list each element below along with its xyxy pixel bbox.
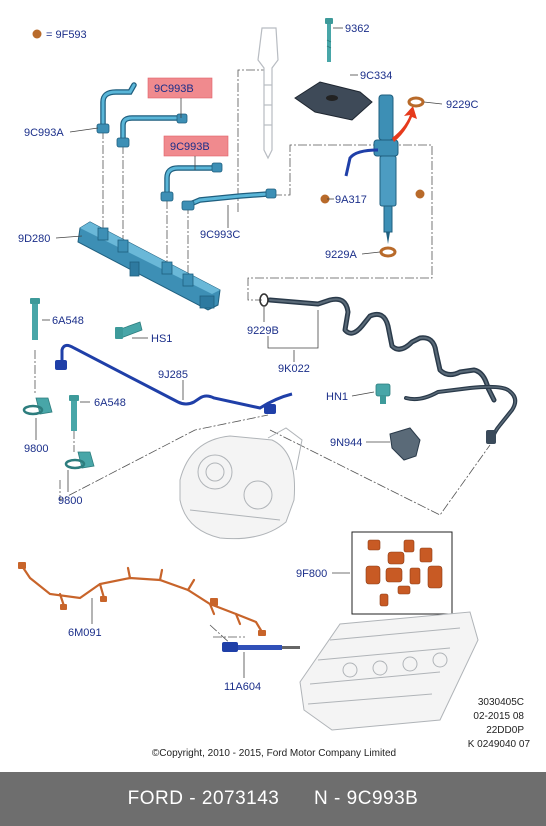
label-9D280: 9D280	[18, 233, 50, 245]
bracket-9N944	[389, 427, 421, 461]
label-9C993A: 9C993A	[24, 127, 64, 139]
seal-9229B	[259, 293, 269, 307]
exploded-parts-diagram: = 9F593	[18, 18, 531, 759]
drawing-ref-2: 02-2015 08	[473, 711, 524, 722]
highlight-9C993B-1	[147, 77, 213, 99]
label-9800-2: 9800	[58, 495, 82, 507]
label-HS1: HS1	[151, 333, 172, 345]
label-6M091: 6M091	[68, 627, 102, 639]
label-9C334: 9C334	[360, 70, 392, 82]
label-6A548-1: 6A548	[52, 315, 84, 327]
footer-gap	[279, 788, 314, 810]
drawing-ref-3: 22DD0P	[486, 725, 524, 736]
label-9229B: 9229B	[247, 325, 279, 337]
leader-lines	[34, 69, 491, 646]
pipe-nut-1	[55, 360, 67, 370]
copyright: ©Copyright, 2010 - 2015, Ford Motor Comp…	[152, 748, 396, 759]
pipe-nut-2	[264, 404, 276, 414]
line-fittings	[96, 113, 277, 211]
wiring-harness-6M091	[20, 564, 264, 634]
cylinder-head-ghost	[299, 611, 479, 731]
seal-9229C	[407, 96, 425, 108]
drawing-ref-1: 3030405C	[478, 697, 524, 708]
return-connector	[486, 430, 496, 444]
legend-text: = 9F593	[46, 29, 87, 41]
label-9C993C: 9C993C	[200, 229, 240, 241]
label-9J285: 9J285	[158, 369, 188, 381]
label-9229A: 9229A	[325, 249, 357, 261]
leak-off-9A317	[344, 148, 379, 177]
return-line-9K022	[267, 296, 518, 442]
stud-HS1	[115, 321, 143, 339]
glow-plug-11A604	[222, 642, 300, 652]
seal-dot-9A317	[320, 194, 330, 204]
clip-9800-2	[64, 451, 95, 470]
label-9C993B-1: 9C993B	[154, 83, 194, 95]
label-9229C: 9229C	[446, 99, 478, 111]
seal-dot-right	[415, 189, 425, 199]
harness-connectors	[18, 562, 266, 636]
label-9C993B-2: 9C993B	[170, 141, 210, 153]
label-6A548-2: 6A548	[94, 397, 126, 409]
kit-caps	[365, 539, 443, 607]
bolt-6A548-1	[30, 298, 40, 340]
label-9A317: 9A317	[335, 194, 367, 206]
seal-legend-icon	[32, 29, 42, 39]
callout-leaders	[35, 27, 443, 678]
label-11A604: 11A604	[224, 681, 261, 693]
fuel-rail-9D280	[77, 221, 221, 311]
clamp-9C334	[294, 81, 373, 121]
label-9362: 9362	[345, 23, 369, 35]
bolt-9362	[325, 18, 333, 62]
label-9800-1: 9800	[24, 443, 48, 455]
injector-ghost	[257, 27, 279, 160]
seal-9229A	[379, 246, 397, 258]
label-9K022: 9K022	[278, 363, 310, 375]
label-9F800: 9F800	[296, 568, 327, 580]
part-footer: FORD - 2073143 N - 9C993B	[0, 772, 546, 826]
bolt-6A548-2	[69, 395, 79, 431]
removal-arrow	[392, 106, 417, 142]
fuel-pump-ghost	[179, 427, 303, 540]
label-HN1: HN1	[326, 391, 348, 403]
injector-9F593	[373, 94, 399, 244]
label-9N944: 9N944	[330, 437, 362, 449]
footer-part: N - 9C993B	[314, 788, 419, 809]
stud-HN1	[375, 383, 391, 404]
highlight-9C993B-2	[163, 135, 229, 157]
clip-9800-1	[22, 397, 53, 416]
drawing-ref-4: K 0249040 07	[468, 739, 531, 750]
footer-brand: FORD - 2073143	[127, 788, 280, 809]
